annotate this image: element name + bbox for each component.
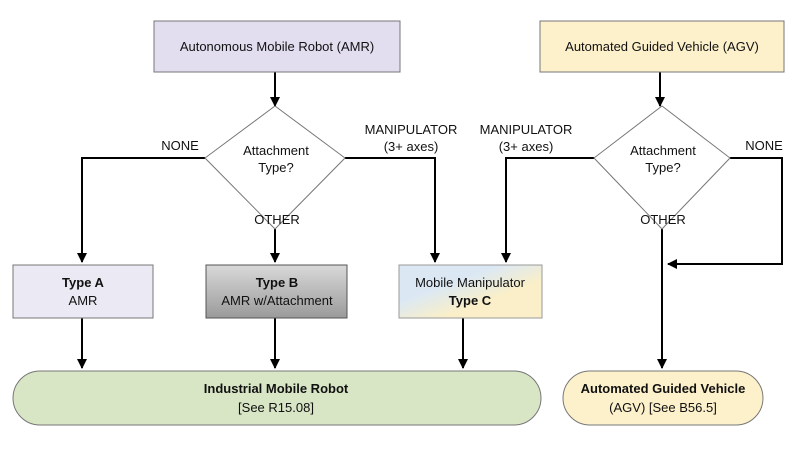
imr-node: Industrial Mobile Robot [See R15.08] [12,370,542,426]
amr-label: Autonomous Mobile Robot (AMR) [180,39,374,54]
type-a-title: Type A [62,275,105,290]
type-b-title: Type B [256,275,298,290]
connectors [77,72,783,369]
edge-agv-manipulator [501,157,594,263]
edge-amr-manipulator [345,157,440,263]
imr-subtitle: [See R15.08] [238,400,314,415]
type-c-line1: Mobile Manipulator [415,275,526,290]
edge-label-amr-other: OTHER [254,212,300,227]
edge-label-agv-other: OTHER [640,212,686,227]
amr-decision-line2: Type? [258,160,293,175]
agv-result-subtitle: (AGV) [See B56.5] [609,400,717,415]
edge-label-agv-manipulator: MANIPULATOR [480,122,573,137]
edge-label-amr-none: NONE [161,138,199,153]
agv-label: Automated Guided Vehicle (AGV) [565,39,759,54]
agv-result-node: Automated Guided Vehicle (AGV) [See B56.… [562,370,764,426]
type-c-node: Mobile Manipulator Type C [398,264,543,319]
agv-decision-line1: Attachment [630,143,696,158]
edge-agv-none [667,157,783,269]
amr-decision-line1: Attachment [243,143,309,158]
type-b-subtitle: AMR w/Attachment [221,293,333,308]
type-c-title: Type C [449,293,492,308]
amr-node: Autonomous Mobile Robot (AMR) [153,20,401,73]
type-a-subtitle: AMR [69,293,98,308]
amr-decision-node: Attachment Type? [204,105,346,230]
agv-node: Automated Guided Vehicle (AGV) [539,20,785,73]
edge-amr-none [77,157,205,263]
imr-title: Industrial Mobile Robot [204,381,349,396]
agv-decision-line2: Type? [645,160,680,175]
edge-label-amr-axes: (3+ axes) [384,139,439,154]
agv-result-title: Automated Guided Vehicle [581,381,746,396]
edge-label-amr-manipulator: MANIPULATOR [365,122,458,137]
type-a-node: Type A AMR [12,264,154,319]
edge-label-agv-axes: (3+ axes) [499,139,554,154]
agv-decision-node: Attachment Type? [593,105,731,230]
type-b-node: Type B AMR w/Attachment [205,264,348,319]
edge-label-agv-none: NONE [745,138,783,153]
